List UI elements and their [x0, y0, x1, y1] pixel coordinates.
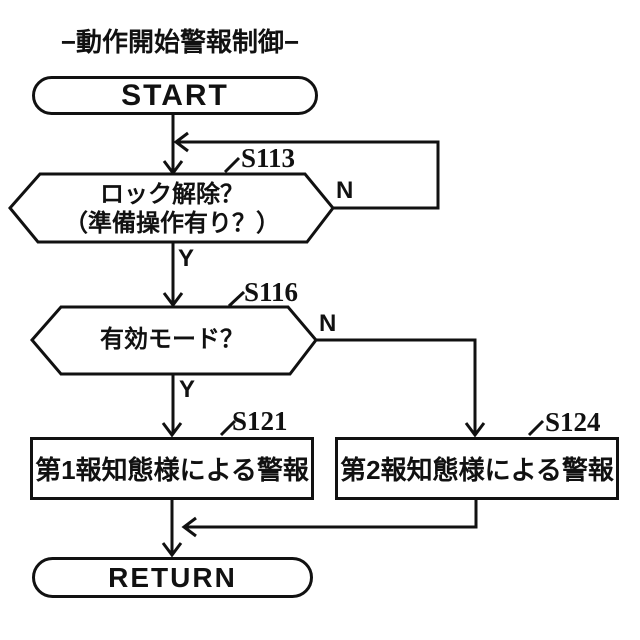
process-s121-node: 第1報知態様による警報 [30, 437, 314, 500]
branch-label-s113-no: N [336, 177, 354, 204]
decision-s113-question-line1: ロック解除？ [100, 181, 244, 208]
step-label-s121: S121 [232, 406, 288, 436]
return-node: RETURN [32, 557, 313, 598]
branch-label-s116-yes: Y [179, 376, 196, 403]
start-label: START [121, 78, 229, 112]
decision-s116-shape [30, 305, 318, 376]
step-leader-s124 [527, 419, 545, 437]
decision-s113-question-line2: （準備操作有り？） [64, 210, 280, 237]
process-s124-node: 第2報知態様による警報 [335, 437, 619, 500]
step-label-s124: S124 [545, 407, 601, 437]
process-s124-label: 第2報知態様による警報 [340, 455, 614, 485]
step-leader-s121 [219, 419, 237, 437]
start-node: START [32, 76, 318, 115]
figure-title: −動作開始警報制御− [60, 27, 300, 57]
arrowhead-down-icon [161, 422, 183, 438]
branch-label-s113-yes: Y [178, 245, 195, 272]
connector-s116-no [316, 338, 477, 434]
process-s121-label: 第1報知態様による警報 [35, 455, 309, 485]
connector-s124-merge [185, 500, 478, 529]
step-label-s113: S113 [241, 143, 296, 173]
branch-label-s116-no: N [319, 310, 337, 337]
step-leader-s113 [223, 156, 241, 174]
arrowhead-left-icon [173, 131, 189, 153]
step-label-s116: S116 [244, 277, 299, 307]
step-leader-s116 [227, 290, 246, 308]
decision-s116-question: 有効モード？ [100, 326, 244, 353]
arrowhead-down-icon [162, 292, 184, 308]
return-label: RETURN [108, 561, 237, 593]
arrowhead-down-icon [464, 422, 486, 438]
decision-s113-shape [8, 172, 335, 244]
arrowhead-left-icon [181, 516, 197, 538]
arrowhead-down-icon [161, 542, 183, 558]
connector-s113-no-loop [177, 140, 440, 210]
